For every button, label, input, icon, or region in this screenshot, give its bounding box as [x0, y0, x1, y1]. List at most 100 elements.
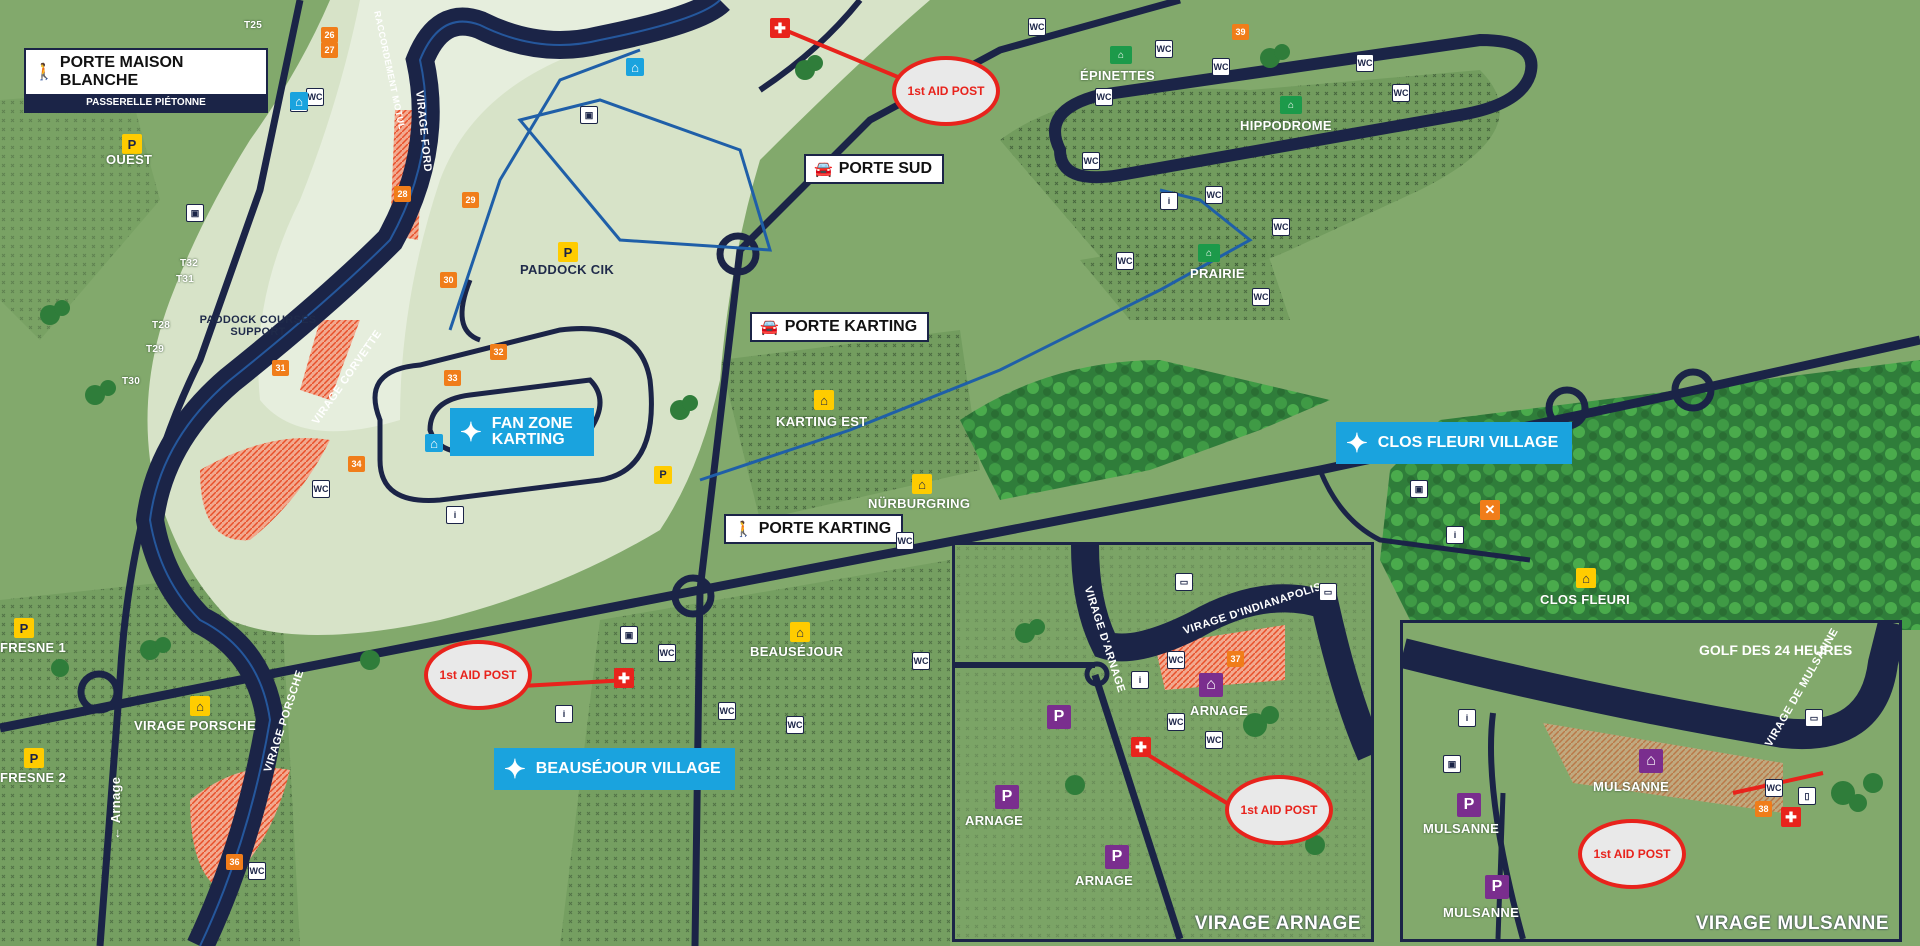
pedestrian-icon: 🚶	[734, 521, 753, 538]
first-aid-mulsanne-icon: ✚	[1781, 807, 1801, 827]
grandstand-hippodrome-icon: ⌂	[1280, 96, 1302, 114]
shuttle-icon: ▣	[186, 204, 204, 222]
village-label-fan-zone: FAN ZONE KARTING	[491, 415, 573, 448]
toilets-icon: WC	[1116, 252, 1134, 270]
label-paddock-cik: PADDOCK CIK	[520, 262, 615, 277]
aid-post-top: 1st AID POST	[892, 56, 1000, 126]
forest-north	[960, 360, 1330, 500]
number-32-icon: 32	[490, 344, 507, 360]
label-arnage-1: ARNAGE	[1190, 703, 1249, 718]
screen-mulsanne-icon: ▭	[1805, 709, 1823, 727]
parking-mulsanne-1-icon: P	[1457, 793, 1481, 817]
gate-porte-karting-top[interactable]: 🚘PORTE KARTING	[750, 312, 930, 342]
hatch-zone-paddock	[300, 320, 360, 400]
grandstand-mulsanne-icon: ⌂	[1639, 749, 1663, 773]
dotted-area-karting-est	[720, 330, 980, 520]
number-39-icon: 39	[1232, 24, 1249, 40]
inset-virage-mulsanne: GOLF DES 24 HEURES VIRAGE DE MULSANNE ⌂ …	[1400, 620, 1902, 942]
hatch-zone-corvette	[200, 438, 330, 541]
grandstand-virage-porsche-icon: ⌂	[190, 696, 210, 716]
toilets-arnage-icon: WC	[1167, 651, 1185, 669]
car-icon: 🚘	[814, 161, 833, 178]
grandstand-nurburgring-icon: ⌂	[912, 474, 932, 494]
first-aid-beausejour-icon: ✚	[614, 668, 634, 688]
footpath-loop	[517, 98, 773, 252]
hippodrome-loop	[1049, 33, 1538, 184]
grandstand-beausejour-icon: ⌂	[790, 622, 810, 642]
number-31-icon: 31	[272, 360, 289, 376]
info-icon: i	[555, 705, 573, 723]
number-26-icon: 26	[321, 27, 338, 43]
number-37-icon: 37	[1227, 651, 1244, 667]
sparkle-icon: ✦	[1346, 428, 1368, 458]
gate-porte-sud[interactable]: 🚘PORTE SUD	[804, 154, 945, 184]
toilets-icon: WC	[1272, 218, 1290, 236]
car-icon: 🚘	[760, 319, 779, 336]
toilets-icon: WC	[1205, 186, 1223, 204]
toilets-icon: WC	[1252, 288, 1270, 306]
aid-pointer-beausejour	[521, 678, 629, 688]
toilets-icon: WC	[306, 88, 324, 106]
label-nurburgring: NÜRBURGRING	[868, 496, 971, 511]
roundabout-fresne	[77, 670, 121, 714]
sparkle-icon: ✦	[504, 754, 526, 784]
main-road-cross	[0, 335, 1920, 733]
aid-post-beausejour: 1st AID POST	[424, 640, 532, 710]
inset-mulsanne-base	[1403, 623, 1899, 939]
infield-lighter	[258, 0, 700, 432]
ticket-office-icon: ⌂	[290, 92, 308, 110]
tram-stop-t32: T32	[180, 258, 199, 269]
info-mulsanne-icon: i	[1458, 709, 1476, 727]
tram-stop-t25: T25	[244, 20, 263, 31]
toilets-icon: WC	[1028, 18, 1046, 36]
shuttle-icon: ▣	[620, 626, 638, 644]
parking-fresne-2-icon: P	[24, 748, 44, 768]
number-38-icon: 38	[1755, 801, 1772, 817]
number-33-icon: 33	[444, 370, 461, 386]
label-arnage-3: ARNAGE	[1075, 873, 1134, 888]
toilets-icon: WC	[1392, 84, 1410, 102]
toilets-icon: WC	[658, 644, 676, 662]
label-mulsanne-3: MULSANNE	[1443, 905, 1520, 920]
parking-ouest-icon: P	[122, 134, 142, 154]
screen-arnage-icon: ▭	[1175, 573, 1193, 591]
label-epinettes: ÉPINETTES	[1080, 68, 1155, 83]
toilets-icon: WC	[1082, 152, 1100, 170]
phone-mulsanne-icon: ▯	[1798, 787, 1816, 805]
label-arnage-2: ARNAGE	[965, 813, 1024, 828]
village-beausejour[interactable]: ✦BEAUSÉJOUR VILLAGE	[494, 748, 735, 790]
grandstand-arnage-icon: ⌂	[1199, 673, 1223, 697]
parking-arnage-1-icon: P	[995, 785, 1019, 809]
toilets-icon: WC	[896, 532, 914, 550]
sparkle-icon: ✦	[460, 417, 482, 447]
label-arnage-direction: ← Arnage	[108, 776, 123, 840]
shuttle-icon: ▣	[580, 106, 598, 124]
gate-porte-karting-bottom[interactable]: 🚶 PORTE KARTING	[724, 514, 904, 544]
aid-post-arnage: 1st AID POST	[1225, 775, 1333, 845]
ticket-office-icon: ⌂	[626, 58, 644, 76]
ticket-office-icon: ⌂	[425, 434, 443, 452]
karting-track-link	[459, 279, 481, 343]
inset-title-arnage: VIRAGE ARNAGE	[1194, 913, 1361, 934]
gate-porte-maison-blanche[interactable]: 🚶PORTE MAISON BLANCHE PASSERELLE PIÉTONN…	[24, 48, 268, 113]
number-30-icon: 30	[440, 272, 457, 288]
village-fan-zone-karting[interactable]: ✦ FAN ZONE KARTING	[450, 408, 594, 456]
road-clos-fleuri	[1317, 469, 1531, 563]
roundabout-porte-sud	[716, 232, 760, 276]
parking-pr-karting-icon: P	[654, 466, 672, 484]
toilets-arnage-2-icon: WC	[1167, 713, 1185, 731]
toilets-icon: WC	[1212, 58, 1230, 76]
parking-pr-arnage-icon: P	[1047, 705, 1071, 729]
gate-label-karting-bottom: PORTE KARTING	[758, 520, 892, 537]
toilets-icon: WC	[718, 702, 736, 720]
inset-title-mulsanne: VIRAGE MULSANNE	[1695, 913, 1889, 934]
dotted-area-beausejour	[560, 560, 950, 946]
info-icon: i	[446, 506, 464, 524]
parking-fresne-1-icon: P	[14, 618, 34, 638]
tram-stop-t28: T28	[152, 320, 171, 331]
forest-east-edge	[1480, 560, 1920, 630]
village-clos-fleuri[interactable]: ✦CLOS FLEURI VILLAGE	[1336, 422, 1573, 464]
screen-arnage-2-icon: ▭	[1319, 583, 1337, 601]
